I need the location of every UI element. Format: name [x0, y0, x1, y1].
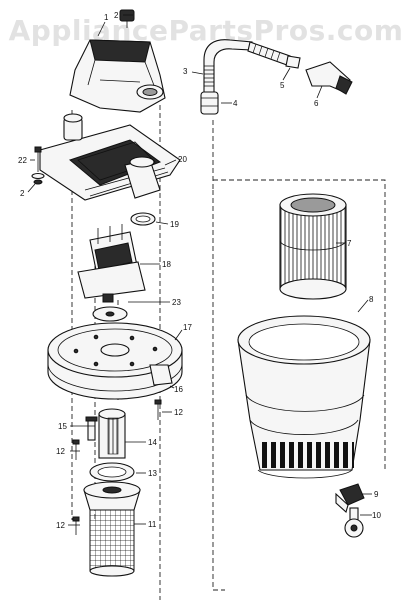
leader-lines [27, 14, 372, 526]
part-8-tank [237, 315, 371, 479]
callout-8: 8 [369, 295, 374, 304]
part-15-stud [85, 416, 98, 441]
part-18-motor [77, 224, 146, 303]
part-12-screws [72, 399, 162, 535]
callout-14: 14 [148, 438, 157, 447]
callout-3: 3 [183, 67, 188, 76]
part-2-knob [119, 9, 135, 28]
callout-11: 11 [148, 520, 157, 529]
callout-labels: 1 2 3 4 5 6 7 8 9 10 11 12 12 12 13 14 1… [18, 11, 381, 530]
part-20-base-plate [39, 113, 181, 201]
part-1-top-housing [69, 39, 166, 113]
callout-4: 4 [233, 99, 238, 108]
callout-7: 7 [347, 239, 352, 248]
callout-19: 19 [170, 220, 179, 229]
callout-17: 17 [183, 323, 192, 332]
callout-20: 20 [178, 155, 187, 164]
part-7-cartridge-filter [279, 193, 347, 300]
part-16-lid-latch [149, 364, 173, 386]
part-23-impeller [92, 306, 128, 322]
part-4-hose-cuff [200, 91, 219, 115]
part-5-hose [247, 41, 301, 69]
callout-13: 13 [148, 469, 157, 478]
part-3-hose-elbow [203, 39, 253, 93]
callout-12-bottom: 12 [56, 521, 65, 530]
callout-9: 9 [374, 490, 379, 499]
callout-18: 18 [162, 260, 171, 269]
part-11-float-cage [83, 481, 141, 577]
callout-6: 6 [314, 99, 319, 108]
callout-16: 16 [174, 385, 183, 394]
part-19-gasket-ring [130, 212, 156, 226]
callout-15: 15 [58, 422, 67, 431]
callout-2-top: 2 [114, 11, 119, 20]
callout-23: 23 [172, 298, 181, 307]
callout-5: 5 [280, 81, 285, 90]
part-9-caster-bracket [335, 483, 365, 513]
part-17-lid-plate [47, 322, 183, 400]
part-22-screw [31, 146, 45, 185]
callout-12-mid: 12 [56, 447, 65, 456]
part-6-nozzle [305, 61, 353, 95]
callout-22: 22 [18, 156, 27, 165]
callout-10: 10 [372, 511, 381, 520]
callout-1: 1 [104, 13, 109, 22]
callout-2-left: 2 [20, 189, 25, 198]
callout-12-right: 12 [174, 408, 183, 417]
part-14-sleeve [98, 408, 126, 459]
part-10-caster-wheel [344, 507, 364, 538]
part-13-ring [89, 462, 135, 482]
